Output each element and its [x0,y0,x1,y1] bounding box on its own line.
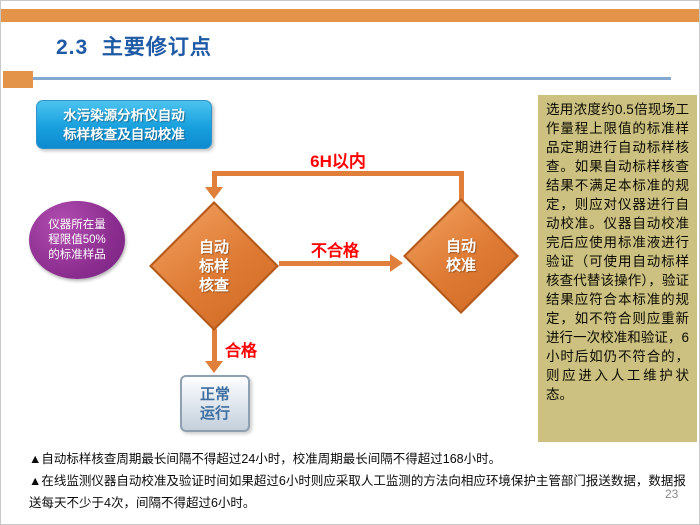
diamond-auto-sample-check-text: 自动 标样 核查 [152,204,276,328]
footnote-1: ▲自动标样核查周期最长间隔不得超过24小时，校准周期最长间隔不得超过168小时。 [29,452,502,466]
topic-label-box: 水污染源分析仪自动 标样核查及自动校准 [36,100,212,149]
pass-arrow-label: 合格 [225,343,258,360]
side-note-panel: 选用浓度约0.5倍现场工作量程上限值的标准样品定期进行自动标样核查。如果自动标样… [538,95,697,442]
fail-arrow-label: 不合格 [310,243,359,260]
title-left-accent [3,71,33,88]
loop-arrow-right-vertical [459,171,464,201]
diamond-auto-sample-check: 自动 标样 核查 [149,201,279,331]
title-underline [31,77,671,80]
standard-sample-text: 仪器所在量 程限值50% 的标准样品 [48,218,106,261]
loop-arrow-horizontal [212,171,464,176]
loop-arrow-label: 6H以内 [310,152,366,171]
arrowhead-down-icon [205,187,223,199]
diamond-auto-calibration: 自动 校准 [403,198,519,314]
topic-label-text: 水污染源分析仪自动 标样核查及自动校准 [63,107,185,142]
top-accent-bar [1,9,699,22]
page-number: 23 [665,487,679,501]
normal-operation-box: 正常 运行 [180,375,250,432]
normal-operation-text: 正常 运行 [199,385,230,422]
pass-arrow-line [212,329,217,363]
arrowhead-down-icon [205,361,223,373]
arrowhead-right-icon [390,254,403,272]
standard-sample-ellipse: 仪器所在量 程限值50% 的标准样品 [29,201,125,279]
diamond-auto-calibration-text: 自动 校准 [406,201,516,311]
fail-arrow-line [279,261,391,266]
page-title: 2.3 主要修订点 [56,36,212,59]
loop-arrow-left-vertical [212,171,217,189]
footnote-2: ▲在线监测仪器自动校准及验证时间如果超过6小时则应采取人工监测的方法向相应环境保… [29,474,686,510]
